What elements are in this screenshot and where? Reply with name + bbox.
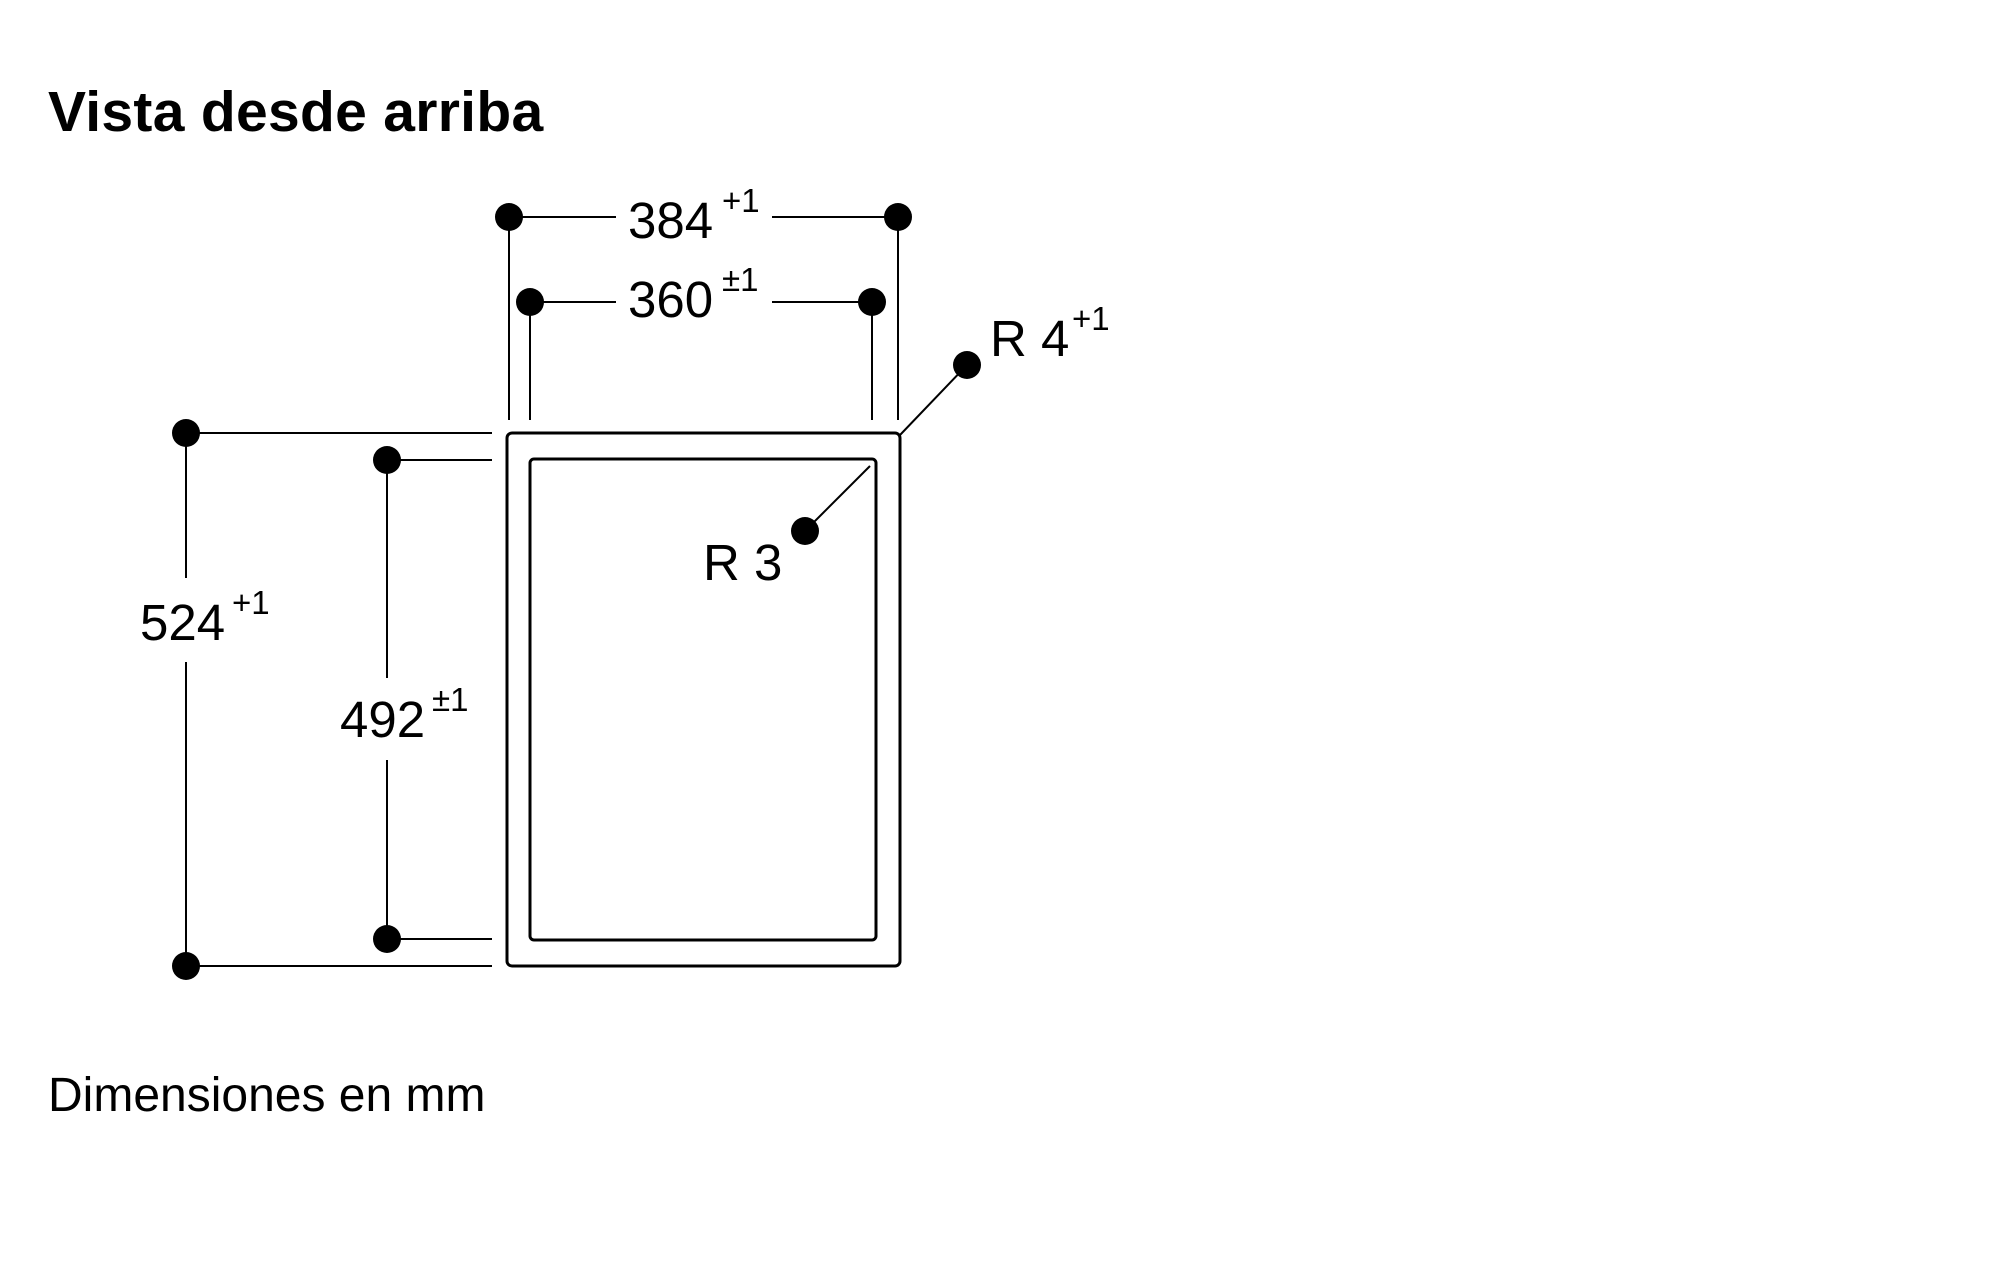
inner-width-dimension: 360 ±1	[516, 261, 886, 420]
outer-width-dimension: 384 +1	[495, 182, 912, 420]
outer-cutout-outline	[505, 431, 902, 968]
dimension-dot	[373, 925, 401, 953]
dimension-dot	[858, 288, 886, 316]
outer-depth-dimension: 524 +1	[140, 419, 492, 980]
outer-width-tolerance: +1	[722, 182, 760, 219]
dimension-dot	[495, 203, 523, 231]
dimension-dot	[172, 952, 200, 980]
inner-cutout-outline	[528, 457, 878, 942]
units-caption: Dimensiones en mm	[48, 1069, 486, 1122]
outer-radius-tolerance: +1	[1072, 300, 1110, 337]
inner-depth-dimension: 492 ±1	[340, 446, 492, 953]
dimension-dot	[172, 419, 200, 447]
outer-width-value: 384	[628, 192, 713, 249]
outer-radius-callout: R 4 +1	[899, 300, 1110, 436]
inner-width-tolerance: ±1	[722, 261, 758, 298]
outer-depth-tolerance: +1	[232, 584, 270, 621]
page-title: Vista desde arriba	[48, 80, 544, 144]
inner-depth-value: 492	[340, 691, 425, 748]
dimension-dot	[884, 203, 912, 231]
dimension-dot	[373, 446, 401, 474]
inner-width-value: 360	[628, 271, 713, 328]
dimension-dot	[791, 517, 819, 545]
dimension-dot	[953, 351, 981, 379]
inner-depth-tolerance: ±1	[432, 681, 468, 718]
inner-radius-value: R 3	[703, 534, 782, 591]
dimension-dot	[516, 288, 544, 316]
outer-radius-value: R 4	[990, 310, 1069, 367]
outer-depth-value: 524	[140, 594, 225, 651]
inner-radius-callout: R 3	[703, 465, 871, 591]
